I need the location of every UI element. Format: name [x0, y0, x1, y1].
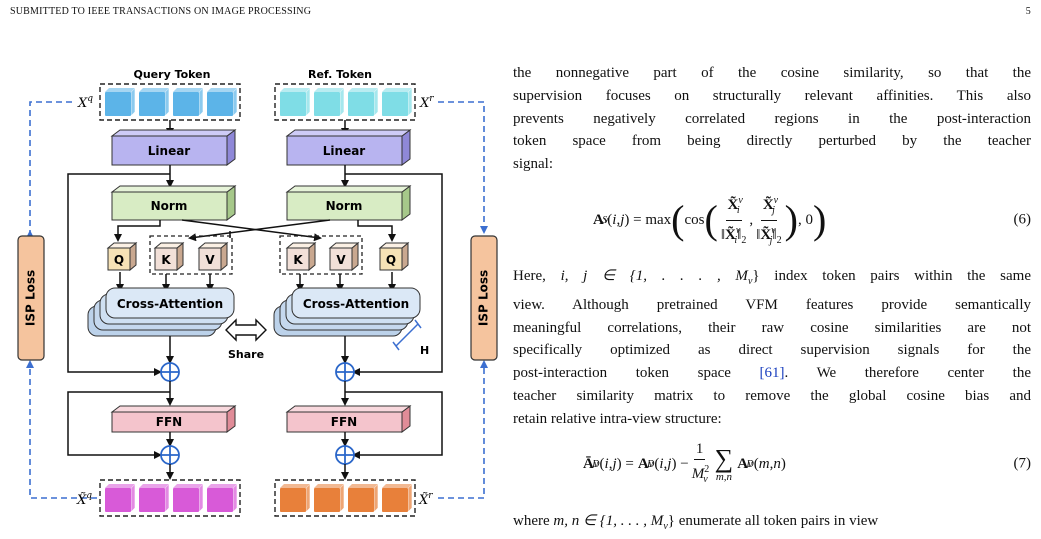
query-output-cube	[207, 483, 238, 513]
svg-text:Cross-Attention: Cross-Attention	[303, 297, 409, 311]
architecture-figure: Query Token Ref. Token Xq Xr ISP Loss IS…	[17, 68, 498, 517]
text-line: Here, i, j ∈ {1, . . . , Mv} index token…	[513, 268, 1031, 287]
kv-group-query	[149, 235, 233, 275]
query-output-cube	[139, 483, 170, 513]
xr-label: Xr	[419, 94, 434, 111]
residual-add-1-ref	[335, 362, 355, 382]
v-block-ref: V	[328, 241, 360, 272]
text-line: view. Although pretrained VFM features p…	[513, 296, 1031, 313]
text-line: retain relative intra-view structure:	[513, 410, 722, 427]
svg-text:FFN: FFN	[331, 415, 357, 429]
query-token-cube	[173, 87, 204, 117]
text-line: prevents negatively correlated regions i…	[513, 110, 1031, 127]
query-tokens	[105, 87, 238, 117]
text-line: signal:	[513, 156, 553, 173]
svg-text:Linear: Linear	[148, 144, 191, 158]
query-token-cube	[105, 87, 136, 117]
text-line: supervision focuses on structurally rele…	[513, 87, 1031, 104]
residual-add-2-query	[160, 445, 180, 465]
citation-link[interactable]: [61]	[759, 365, 785, 382]
paragraph-3: where m, n ∈ {1, . . . , Mv} enumerate a…	[513, 510, 1031, 539]
xr-out-label: X̃r	[418, 491, 433, 508]
q-block-query: Q	[106, 241, 138, 272]
ref-output-cube	[348, 483, 379, 513]
isp-loss-right: ISP Loss	[470, 235, 498, 361]
paragraph-1: the nonnegative part of the cosine simil…	[513, 62, 1031, 176]
v-block-query: V	[197, 241, 229, 272]
svg-text:Norm: Norm	[326, 199, 363, 213]
kv-group-ref	[279, 235, 363, 275]
norm-block-ref: Norm	[285, 185, 412, 221]
query-output-cube	[105, 483, 136, 513]
ref-tokens	[280, 87, 413, 117]
ffn-block-query: FFN	[110, 405, 237, 433]
svg-text:FFN: FFN	[156, 415, 182, 429]
svg-text:V: V	[205, 253, 215, 267]
share-arrow: Share	[225, 318, 267, 361]
isp-loss-left: ISP Loss	[17, 235, 45, 361]
svg-text:Linear: Linear	[323, 144, 366, 158]
query-token-cube	[139, 87, 170, 117]
query-output-tokens	[105, 483, 238, 513]
residual-add-1-query	[160, 362, 180, 382]
svg-text:K: K	[293, 253, 303, 267]
text-line: post-interaction token space [61]. We th…	[513, 365, 1031, 382]
ffn-block-ref: FFN	[285, 405, 412, 433]
ref-token-title: Ref. Token	[308, 68, 372, 81]
ref-token-cube	[280, 87, 311, 117]
linear-block-query: Linear	[110, 129, 237, 166]
xq-label: Xq	[77, 94, 93, 111]
svg-text:Norm: Norm	[151, 199, 188, 213]
text-line: specifically optimized as direct supervi…	[513, 342, 1031, 359]
h-stack-indicator: H	[392, 319, 429, 357]
svg-text:Share: Share	[228, 348, 264, 361]
isp-loop-left	[26, 101, 97, 499]
ref-output-tokens	[280, 483, 413, 513]
svg-text:Q: Q	[386, 253, 396, 267]
ref-token-cube	[314, 87, 345, 117]
ref-token-cube	[382, 87, 413, 117]
isp-loop-right	[438, 101, 488, 499]
cross-attention-ref: Cross-Attention	[273, 287, 421, 337]
q-block-ref: Q	[378, 241, 410, 272]
text-line: token space from being directly perturbe…	[513, 133, 1031, 150]
query-output-cube	[173, 483, 204, 513]
equation-number: (7)	[1013, 455, 1032, 472]
svg-text:V: V	[336, 253, 346, 267]
svg-text:K: K	[161, 253, 171, 267]
linear-block-ref: Linear	[285, 129, 412, 166]
query-token-cube	[207, 87, 238, 117]
svg-text:H: H	[420, 344, 429, 357]
cross-attention-query: Cross-Attention	[87, 287, 235, 337]
svg-text:ISP Loss: ISP Loss	[24, 270, 38, 326]
ref-token-cube	[348, 87, 379, 117]
text-line: meaningful correlations, their raw cosin…	[513, 319, 1031, 336]
ref-output-cube	[280, 483, 311, 513]
text-line: teacher similarity matrix to remove the …	[513, 387, 1031, 404]
residual-add-2-ref	[335, 445, 355, 465]
equation-number: (6)	[1013, 211, 1032, 228]
page-number: 5	[1025, 6, 1031, 17]
xq-out-label: X̃q	[76, 491, 92, 508]
ref-output-cube	[382, 483, 413, 513]
query-token-title: Query Token	[134, 68, 211, 81]
text-line: the nonnegative part of the cosine simil…	[513, 65, 1031, 81]
svg-text:ISP Loss: ISP Loss	[477, 270, 491, 326]
paragraph-2: Here, i, j ∈ {1, . . . , Mv} index token…	[513, 265, 1031, 431]
k-block-query: K	[153, 241, 185, 272]
ref-output-cube	[314, 483, 345, 513]
norm-block-query: Norm	[110, 185, 237, 221]
text-line: where m, n ∈ {1, . . . , Mv} enumerate a…	[513, 513, 879, 532]
k-block-ref: K	[285, 241, 317, 272]
svg-text:Q: Q	[114, 253, 124, 267]
running-header: SUBMITTED TO IEEE TRANSACTIONS ON IMAGE …	[10, 6, 312, 17]
svg-text:Cross-Attention: Cross-Attention	[117, 297, 223, 311]
